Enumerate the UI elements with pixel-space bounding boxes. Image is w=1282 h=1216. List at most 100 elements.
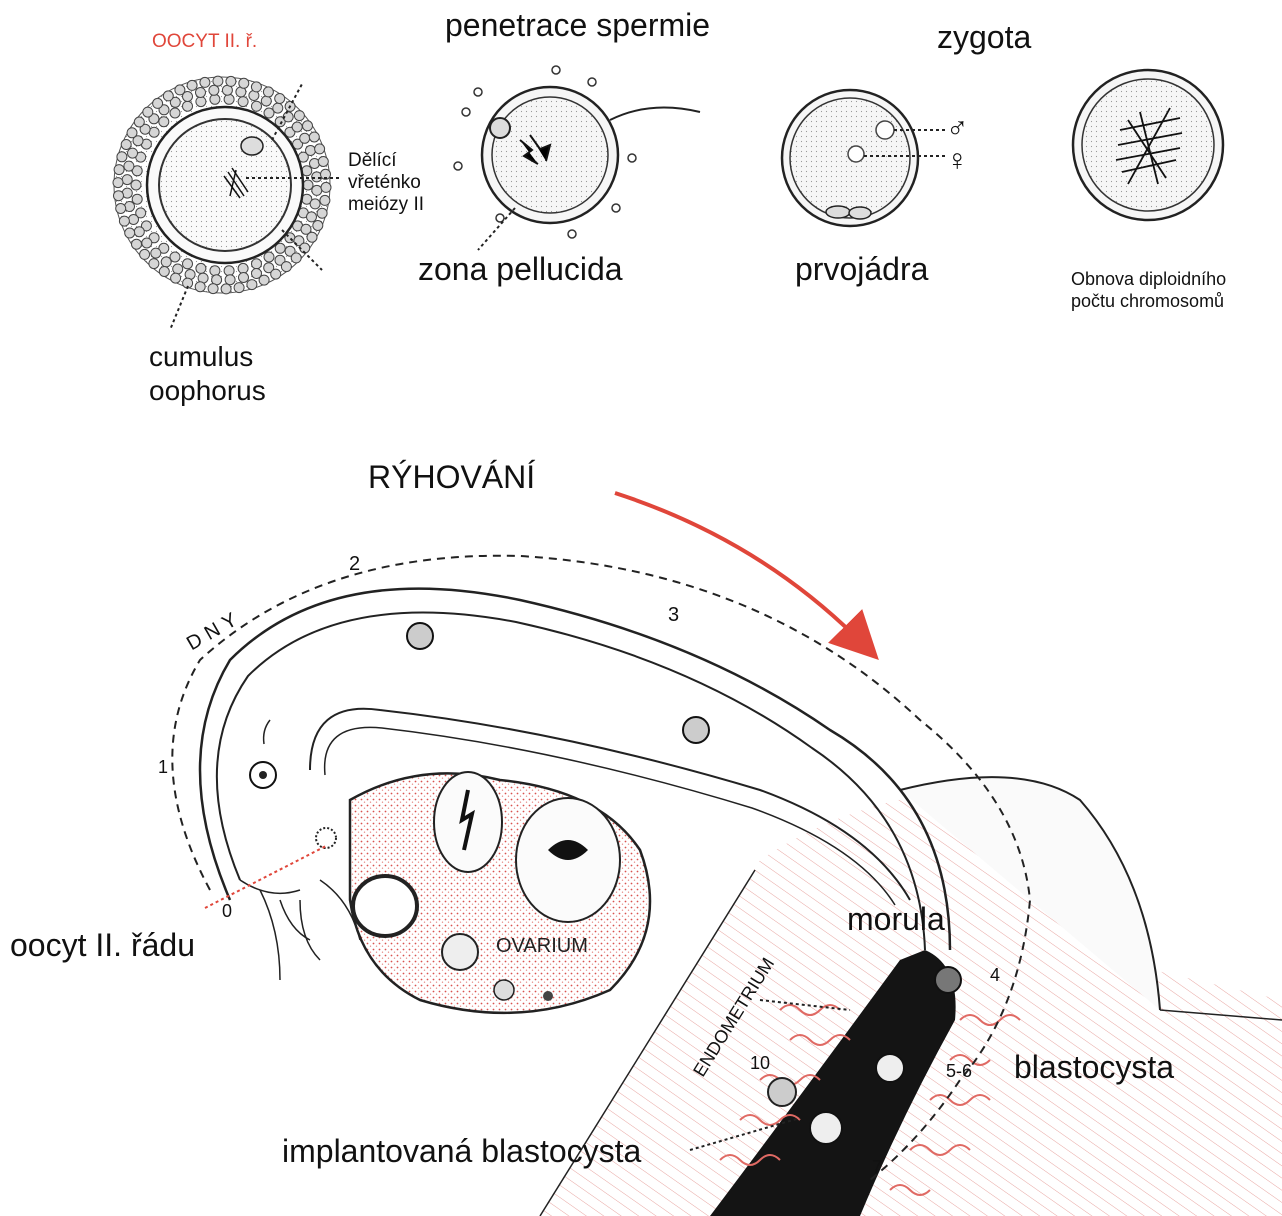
diploid-label-line-1: Obnova diploidního bbox=[1071, 268, 1226, 291]
cumulus-cell bbox=[116, 204, 126, 214]
diploid-label-line-2: počtu chromosomů bbox=[1071, 290, 1224, 313]
cumulus-cell bbox=[208, 284, 218, 294]
spindle-label-line-2: vřeténko bbox=[348, 172, 421, 195]
cumulus-label-line-2: oophorus bbox=[149, 376, 266, 407]
cumulus-cell bbox=[132, 239, 142, 249]
cumulus-cell bbox=[125, 228, 135, 238]
cumulus-cell bbox=[125, 202, 135, 212]
cumulus-cell bbox=[247, 280, 257, 290]
cumulus-cell bbox=[234, 283, 244, 293]
cumulus-cell bbox=[303, 121, 313, 131]
day-1-label: 1 bbox=[158, 758, 168, 778]
day-2-label: 2 bbox=[349, 553, 360, 575]
cumulus-cell bbox=[294, 111, 304, 121]
day-0-label: 0 bbox=[222, 902, 232, 922]
cumulus-cell bbox=[239, 273, 249, 283]
cumulus-cell bbox=[271, 269, 281, 279]
cumulus-cell bbox=[273, 103, 283, 113]
sperm-penetration-title: penetrace spermie bbox=[445, 8, 710, 43]
cumulus-cell bbox=[238, 97, 248, 107]
day-3-label: 3 bbox=[668, 604, 679, 626]
cumulus-cell bbox=[210, 266, 220, 276]
cumulus-cell bbox=[153, 98, 163, 108]
cumulus-cell bbox=[318, 157, 328, 167]
cumulus-cell bbox=[124, 161, 134, 171]
day-56-label: 5-6 bbox=[946, 1062, 972, 1082]
cumulus-cell bbox=[261, 96, 271, 106]
cumulus-cell bbox=[127, 128, 137, 138]
cumulus-cell bbox=[224, 94, 234, 104]
cumulus-cell bbox=[134, 117, 144, 127]
cumulus-cell bbox=[209, 85, 219, 95]
cumulus-cell bbox=[251, 82, 261, 92]
cumulus-cell bbox=[149, 259, 159, 269]
implanted-blastocyst-label: implantovaná blastocysta bbox=[282, 1134, 641, 1169]
cumulus-cell bbox=[196, 88, 206, 98]
cumulus-cell bbox=[187, 80, 197, 90]
cumulus-cell bbox=[142, 238, 152, 248]
cumulus-cell bbox=[291, 253, 301, 263]
cumulus-cell bbox=[129, 215, 139, 225]
morula-label: morula bbox=[847, 902, 945, 937]
zygote-title: zygota bbox=[937, 20, 1031, 55]
cumulus-cell bbox=[170, 108, 180, 118]
cleavage-arrow bbox=[615, 493, 862, 643]
ovarium-label: OVARIUM bbox=[496, 935, 588, 957]
cumulus-cell bbox=[292, 122, 302, 132]
cumulus-cell bbox=[173, 264, 183, 274]
cumulus-cell bbox=[321, 182, 331, 192]
cumulus-cell bbox=[317, 208, 327, 218]
sperm-penetration-cell bbox=[454, 66, 700, 250]
day-10-label: 10 bbox=[750, 1054, 770, 1074]
cumulus-cell bbox=[310, 159, 320, 169]
cumulus-cell bbox=[159, 117, 169, 127]
cumulus-cell bbox=[143, 107, 153, 117]
diploid-restoration-cell bbox=[1073, 70, 1223, 220]
cumulus-cell bbox=[259, 275, 269, 285]
cumulus-cell bbox=[134, 227, 144, 237]
cumulus-cell bbox=[119, 216, 129, 226]
cumulus-cell bbox=[121, 140, 131, 150]
cumulus-cell bbox=[213, 76, 223, 86]
spindle-label-line-1: Dělící bbox=[348, 150, 397, 173]
cumulus-cell bbox=[263, 87, 273, 97]
cumulus-cell bbox=[310, 199, 320, 209]
cumulus-cell bbox=[275, 94, 285, 104]
cumulus-cell bbox=[161, 257, 171, 267]
cumulus-cell bbox=[151, 248, 161, 258]
cumulus-cell bbox=[195, 282, 205, 292]
uterus bbox=[540, 777, 1282, 1216]
pronuclei-label: prvojádra bbox=[795, 252, 928, 287]
cumulus-cell bbox=[239, 78, 249, 88]
zona-pellucida-label: zona pellucida bbox=[418, 252, 623, 287]
cumulus-cell bbox=[131, 180, 141, 190]
cleavage-title: RÝHOVÁNÍ bbox=[368, 460, 535, 495]
blastocyst-label: blastocysta bbox=[1014, 1050, 1174, 1085]
cumulus-cell bbox=[175, 85, 185, 95]
cumulus-cell bbox=[128, 148, 138, 158]
spindle-label-line-3: meiózy II bbox=[348, 194, 424, 217]
oocyte-title: OOCYT II. ř. bbox=[152, 32, 257, 53]
cumulus-cell bbox=[313, 221, 323, 231]
oocyte-with-cumulus bbox=[113, 76, 340, 330]
zygote-pronuclei-cell bbox=[782, 90, 946, 226]
cumulus-cell bbox=[196, 97, 206, 107]
cumulus-cell bbox=[307, 212, 317, 222]
cumulus-cell bbox=[320, 195, 330, 205]
female-symbol: ♀ bbox=[946, 144, 969, 177]
cumulus-cell bbox=[132, 194, 142, 204]
cumulus-cell bbox=[210, 94, 220, 104]
cumulus-cell bbox=[238, 263, 248, 273]
cumulus-cell bbox=[163, 91, 173, 101]
cumulus-cell bbox=[225, 275, 235, 285]
cumulus-cell bbox=[200, 77, 210, 87]
cumulus-cell bbox=[281, 262, 291, 272]
cumulus-cell bbox=[117, 152, 127, 162]
cumulus-cell bbox=[264, 252, 274, 262]
cumulus-cell bbox=[183, 259, 193, 269]
cumulus-cell bbox=[252, 259, 262, 269]
cumulus-cell bbox=[315, 144, 325, 154]
cumulus-cell bbox=[303, 180, 313, 190]
male-symbol: ♂ bbox=[946, 112, 969, 145]
